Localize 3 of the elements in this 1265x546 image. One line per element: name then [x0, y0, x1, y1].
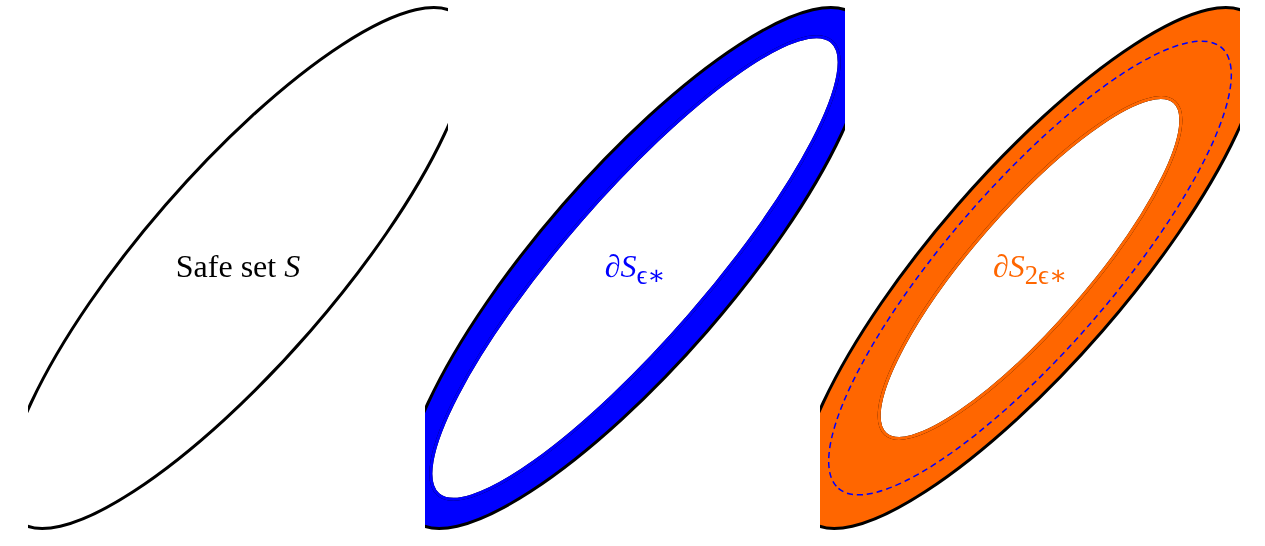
set-label: ∂S$_{2ϵ∗}$	[992, 248, 1068, 292]
set-label: Safe set S	[175, 248, 301, 285]
set-label: ∂S$_{ϵ∗}$	[604, 248, 666, 292]
